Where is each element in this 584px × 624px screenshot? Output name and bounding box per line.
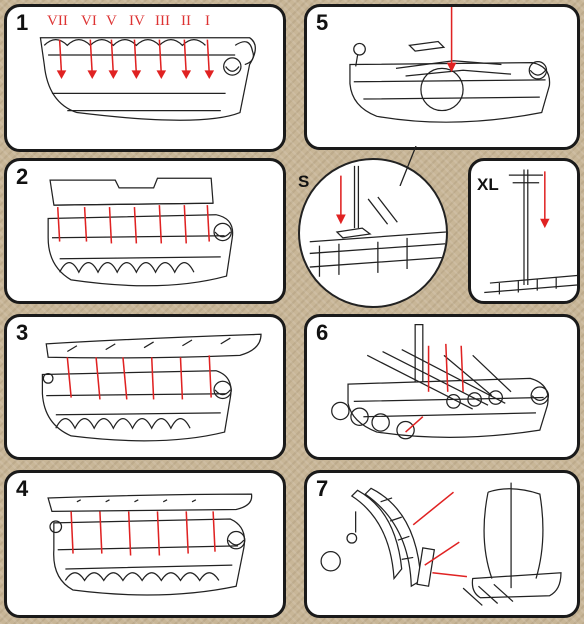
ship-frame-ribs-diagram	[39, 37, 256, 121]
panel-step-2: 2	[4, 158, 286, 304]
frame-arrow-6	[183, 39, 188, 75]
top-rail-diagram	[47, 493, 253, 596]
step-number: 6	[316, 320, 329, 345]
panel-step-7: 7	[304, 470, 580, 618]
frame-arrowhead-6	[181, 70, 192, 79]
frame-label-6: VI	[81, 13, 97, 29]
side-planks-diagram	[47, 177, 234, 287]
frame-arrow-7	[206, 39, 211, 75]
variant-label-small: S	[298, 172, 310, 191]
oars-shields-diagram	[331, 324, 550, 440]
panel-step-4: 4	[4, 470, 286, 618]
frame-label-7: VII	[47, 13, 68, 29]
mast-detail-diagram	[484, 169, 577, 295]
panel-step-3: 3	[4, 314, 286, 460]
variant-label-xl: XL	[477, 175, 499, 194]
frame-label-2: II	[181, 13, 191, 29]
frame-label-5: V	[106, 13, 117, 29]
sail-rigging-diagram	[320, 482, 562, 606]
panel-step-5: 5	[304, 4, 580, 150]
step-number: 2	[16, 164, 29, 189]
frame-arrowhead-1	[56, 70, 67, 79]
rails-diagram	[41, 333, 262, 442]
panel-step-6: 6	[304, 314, 580, 460]
frame-arrow-5	[158, 39, 163, 75]
detail-small-diagram	[309, 165, 446, 277]
frame-arrowhead-5	[156, 70, 167, 79]
frame-arrow-4	[133, 39, 138, 75]
frame-label-4: IV	[129, 13, 145, 29]
detail-magnifier-small	[298, 158, 448, 308]
frame-arrowhead-7	[204, 70, 215, 79]
panel-step-1: 1 VII VI V IV III II I	[4, 4, 286, 152]
frame-arrowhead-4	[131, 70, 142, 79]
frame-arrowhead-2	[87, 70, 98, 79]
frame-arrow-3	[110, 39, 115, 75]
step-number: 1	[16, 10, 29, 35]
frame-arrow-2	[89, 39, 93, 75]
frame-arrowhead-3	[108, 70, 119, 79]
frame-arrow-1	[58, 39, 63, 75]
step-number: 5	[316, 10, 329, 35]
step-number: 3	[16, 320, 29, 345]
step-number: 7	[316, 476, 329, 501]
magnifier-leader-line	[399, 146, 417, 186]
deck-assembly-diagram	[349, 7, 551, 123]
panel-variant-xl: XL	[468, 158, 580, 304]
frame-label-3: III	[155, 13, 170, 29]
frame-label-1: I	[205, 13, 210, 29]
step-number: 4	[16, 476, 29, 501]
